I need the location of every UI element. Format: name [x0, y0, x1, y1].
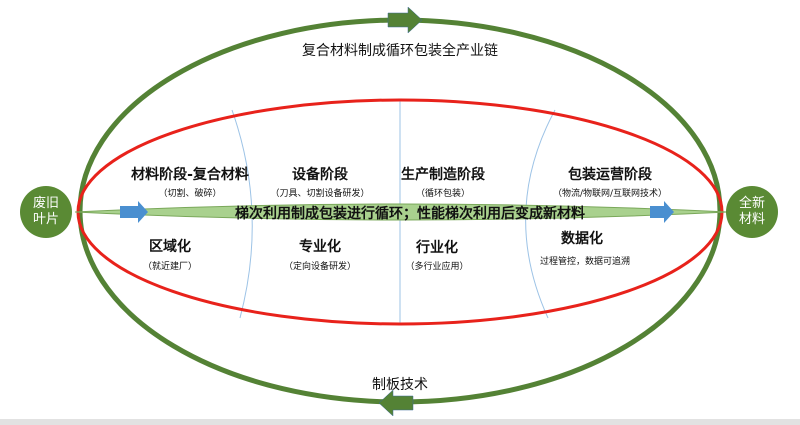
stage-4-title: 包装运营阶段	[568, 167, 652, 183]
new-material-node: 全新材料	[726, 186, 778, 238]
blue-arrow-right-icon	[650, 201, 674, 223]
stage-2-sub: （刀具、切割设备研发）	[270, 189, 370, 199]
stage-3-sub: （循环包装）	[415, 189, 471, 199]
stage-3-trait-sub: （多行业应用）	[405, 262, 469, 272]
new-material-label: 全新材料	[738, 196, 765, 227]
stage-1-trait: 区域化	[149, 239, 191, 255]
blue-arrow-left-icon	[120, 201, 148, 223]
stage-1-trait-sub: （就近建厂）	[142, 262, 198, 272]
stage-2-trait-sub: （定向设备研发）	[283, 262, 357, 272]
outer-cycle-top-label: 复合材料制成循环包装全产业链	[302, 43, 498, 59]
stage-4-trait: 数据化	[561, 231, 603, 247]
stage-2-trait: 专业化	[299, 239, 341, 255]
stage-3-trait: 行业化	[416, 240, 458, 256]
top-arrow-right-icon	[387, 6, 423, 34]
stage-2-title: 设备阶段	[292, 167, 348, 183]
waste-blade-label: 废旧叶片	[32, 196, 59, 227]
bottom-arrow-left-icon	[378, 389, 414, 417]
central-band-label: 梯次利用制成包装进行循环；性能梯次利用后变成新材料	[235, 206, 585, 222]
stage-3-title: 生产制造阶段	[401, 167, 485, 183]
stage-1-sub: （切割、破碎）	[158, 189, 222, 199]
stage-4-trait-sub: 过程管控，数据可追溯	[539, 257, 631, 267]
bottom-strip	[0, 419, 800, 425]
stage-4-sub: （物流/物联网/互联网技术）	[552, 189, 668, 199]
outer-cycle-bottom-label: 制板技术	[372, 377, 428, 393]
waste-blade-node: 废旧叶片	[20, 186, 72, 238]
stage-1-title: 材料阶段-复合材料	[131, 167, 249, 183]
